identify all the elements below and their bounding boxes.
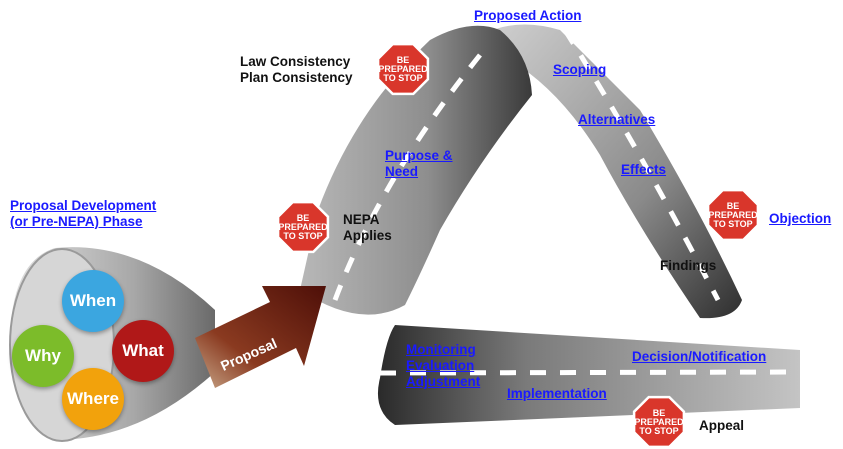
road-right: [488, 24, 742, 319]
effects-link[interactable]: Effects: [621, 162, 667, 177]
stop-sign-appeal-line2: PREPARED: [634, 416, 684, 427]
purpose-line2: Need: [385, 164, 419, 179]
monitoring-line2: Evaluation: [406, 358, 475, 373]
decision-notification-link[interactable]: Decision/Notification: [632, 349, 767, 364]
stop-sign-consistency-line1: BE: [396, 54, 410, 65]
stop-sign-objection-octagon: [706, 188, 760, 242]
pre-nepa-line1: Proposal Development: [10, 198, 157, 213]
road-marking-left: [332, 53, 482, 301]
scoping-link[interactable]: Scoping: [553, 62, 607, 77]
road-marking-bottom: [379, 369, 801, 376]
stop-sign-consistency-line3: TO STOP: [383, 72, 423, 83]
road-marking-right: [562, 28, 721, 302]
stop-sign-appeal-line1: BE: [652, 407, 666, 418]
implementation-link[interactable]: Implementation: [507, 386, 607, 401]
stop-sign-nepa-line1: BE: [296, 212, 310, 223]
findings-label: Findings: [660, 258, 717, 273]
stop-sign-consistency-octagon: [376, 42, 430, 96]
stop-sign-nepa-line3: TO STOP: [283, 230, 323, 241]
stop-sign-consistency-line2: PREPARED: [378, 63, 428, 74]
monitoring-link[interactable]: Monitoring Evaluation Adjustment: [406, 342, 480, 390]
nepa-line1: NEPA: [343, 212, 380, 227]
stop-sign-appeal-line3: TO STOP: [639, 425, 679, 436]
plan-consistency: Plan Consistency: [240, 70, 353, 85]
where-circle: Where: [62, 368, 124, 430]
alternatives-link[interactable]: Alternatives: [578, 112, 656, 127]
proposed-action-link[interactable]: Proposed Action: [474, 8, 582, 23]
stop-sign-nepa-octagon: [276, 200, 330, 254]
purpose-need-link[interactable]: Purpose & Need: [385, 148, 453, 180]
road-bottom: [377, 325, 800, 425]
pre-nepa-line2: (or Pre-NEPA) Phase: [10, 214, 143, 229]
purpose-line1: Purpose &: [385, 148, 453, 163]
nepa-applies-label: NEPA Applies: [343, 212, 392, 244]
stop-sign-nepa-line2: PREPARED: [278, 221, 328, 232]
law-consistency: Law Consistency: [240, 54, 351, 69]
when-circle: When: [62, 270, 124, 332]
stop-sign-objection-line1: BE: [726, 200, 740, 211]
nepa-line2: Applies: [343, 228, 392, 243]
why-circle: Why: [12, 325, 74, 387]
stop-sign-appeal-octagon: [632, 395, 686, 448]
stop-sign-objection-line3: TO STOP: [713, 218, 753, 229]
proposal-arrow: [195, 286, 326, 388]
monitoring-line3: Adjustment: [406, 374, 481, 389]
objection-link[interactable]: Objection: [769, 211, 832, 226]
monitoring-line1: Monitoring: [406, 342, 476, 357]
appeal-label: Appeal: [699, 418, 745, 433]
stop-sign-objection-line2: PREPARED: [708, 209, 758, 220]
pre-nepa-phase-link[interactable]: Proposal Development (or Pre-NEPA) Phase: [10, 198, 156, 230]
consistency-label: Law Consistency Plan Consistency: [240, 54, 353, 86]
what-circle: What: [112, 320, 174, 382]
